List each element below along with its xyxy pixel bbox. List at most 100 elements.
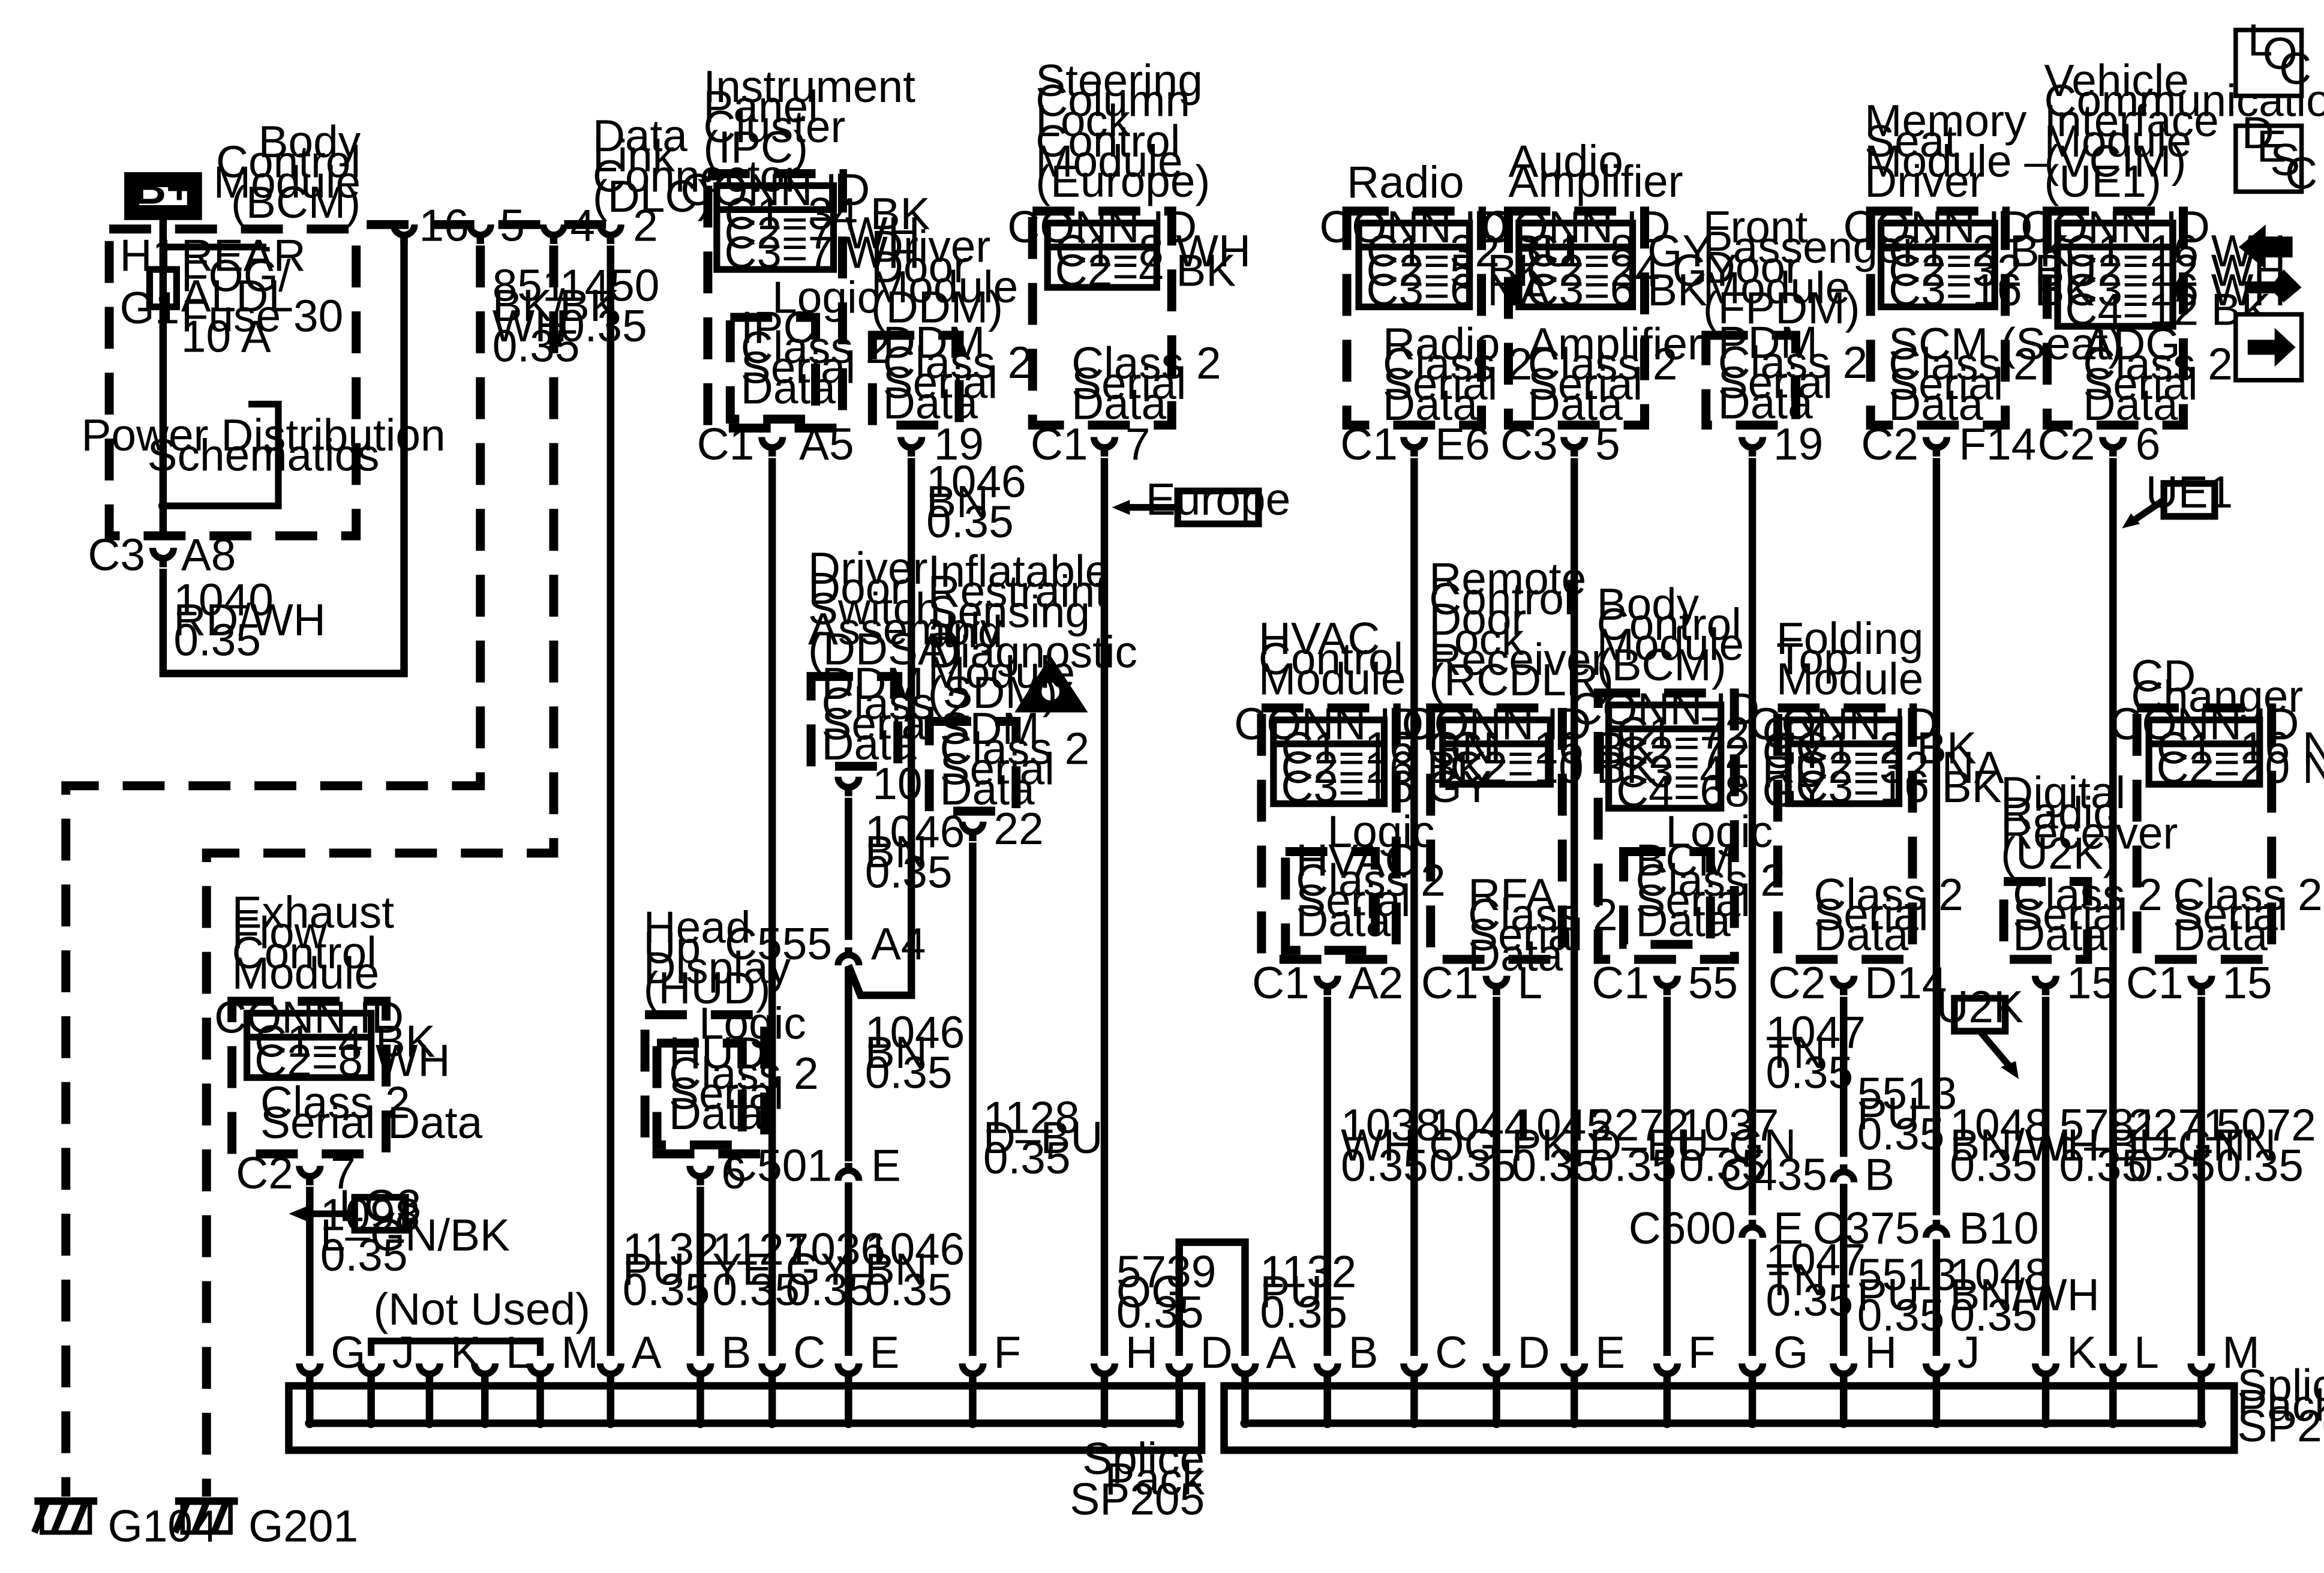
c555-pin: A4 — [871, 918, 926, 969]
sp208-pin-label: K — [2067, 1327, 2097, 1377]
ddm-label: (DDM) — [871, 282, 1003, 332]
desc-letter: D — [2242, 107, 2274, 158]
hud-label: Up — [644, 922, 701, 972]
fuse-label: 10 A — [181, 311, 271, 361]
steering-lock-serial-label: Data — [1071, 379, 1166, 429]
conn-id-row: C1=8 GY — [1526, 226, 1712, 276]
sp205-pin-label: C — [793, 1327, 825, 1377]
wire-color-label: 1045 — [1511, 1100, 1611, 1150]
hud-logic-box — [652, 1038, 747, 1149]
ddm-label: Driver — [871, 221, 991, 272]
wire-color-label: L–GN/BK — [320, 1209, 510, 1260]
ipc-serial-label: Serial — [741, 343, 855, 393]
conn-id-title: CONN ID — [1234, 698, 1424, 749]
conn-id-row: C2=10 BK — [1450, 742, 1656, 792]
splice-dot — [1491, 1418, 1502, 1428]
sp205-pin-label: D — [1200, 1327, 1233, 1377]
amplifier-module-box — [1503, 206, 1649, 430]
wire-color-label: 0.35 — [1950, 1290, 2037, 1340]
splice-dot — [695, 1418, 705, 1428]
desc-letter: E — [2257, 121, 2287, 172]
power-distribution-label: Power Distribution — [81, 410, 445, 460]
conn-id-row: C3=16 BK — [1888, 265, 2094, 315]
radio-module-box — [1342, 206, 1487, 430]
mid-serial-label: BCM — [1636, 834, 1736, 885]
wire-color-label: 1047 — [1766, 1234, 1866, 1284]
mid-module-label: Body — [1597, 579, 1700, 629]
description-button[interactable] — [2233, 123, 2304, 194]
sp208-body — [1220, 1382, 2238, 1454]
wire-color-label: 1036 — [786, 1224, 885, 1274]
wire-1046-ddsa-label: 1046 — [865, 806, 965, 857]
connector-terminal — [1739, 437, 1767, 451]
logic-label: Logic — [1328, 806, 1435, 857]
airbag-warning-symbol — [1041, 682, 1060, 701]
sp205-pin — [596, 1363, 624, 1377]
radio-serial-label: Class 2 — [1383, 338, 1533, 389]
splice-dot — [158, 501, 168, 511]
dlc-label: Link — [593, 131, 675, 181]
conn-id-row: C2=7 WH — [724, 208, 920, 258]
memory-seat-serial-label: Serial — [1888, 359, 2003, 409]
steering-lock-connector: C1 — [1031, 419, 1088, 469]
wire-color-label: TN — [1766, 1027, 1826, 1077]
mid-module-label: (RCDLR) — [1429, 655, 1614, 705]
sp208-pin-label: C — [1435, 1327, 1467, 1377]
sp205-pin-label: J — [392, 1327, 415, 1377]
c375-label: C375 — [1813, 1203, 1920, 1253]
hud-serial-label: Serial — [669, 1068, 783, 1119]
wire-851-ground — [61, 245, 485, 1497]
sp208-pin-label: J — [1957, 1327, 1980, 1377]
splice-dot — [1931, 1418, 1941, 1428]
wire-851-label: 851 — [493, 260, 568, 311]
wire-color-label: 0.35 — [2128, 1140, 2215, 1190]
conn-id-row: C1=72 GY — [1616, 707, 1827, 758]
mid-module-box — [1999, 876, 2092, 964]
steering-lock-label: Control — [1035, 116, 1180, 166]
vcim-conn-id — [2054, 220, 2176, 330]
wire-color-label: 0.35 — [1511, 1140, 1599, 1190]
ddsa-label: Assembly — [808, 604, 1003, 654]
conn-id-row: C1=16 NA — [2157, 722, 2324, 773]
wire-color-label: 5781 — [2059, 1100, 2158, 1150]
splice-dot — [1839, 1418, 1849, 1428]
exhaust-flow-label: Control — [232, 927, 377, 978]
ipc-module-box — [703, 169, 847, 433]
memory-seat-label: Driver — [1864, 156, 1984, 206]
connector-terminal — [897, 437, 926, 451]
wire-color-label: YE — [712, 1244, 772, 1295]
radio-pin: E6 — [1435, 419, 1490, 469]
fpdm-serial-label: Serial — [1718, 358, 1833, 408]
mid-module-label: Top — [1776, 634, 1849, 684]
wire-color-label: D–BU — [983, 1112, 1103, 1163]
radio-serial-label: Data — [1383, 379, 1478, 430]
steering-lock-label: Steering — [1035, 55, 1203, 106]
mid-serial-label: Serial — [1636, 875, 1750, 926]
wire-color-label: PU — [1260, 1266, 1322, 1317]
arrow-right-icon[interactable] — [2247, 328, 2296, 367]
sdm-serial-label: Data — [940, 764, 1035, 814]
ipc-label: (IPC) — [703, 122, 808, 172]
mid-serial-label: Serial — [1813, 889, 1928, 939]
connector-tool-icon[interactable] — [2238, 224, 2302, 303]
sdm-label: Sensing — [928, 586, 1090, 637]
exhaust-flow-label: Flow — [232, 907, 328, 957]
connector-terminal — [1560, 437, 1589, 451]
wire-color-label: 0.35 — [786, 1264, 873, 1314]
sp205-label: Splice — [1082, 1433, 1205, 1484]
wire-color-label: PU — [623, 1244, 685, 1295]
conn-id-row: C1=2 BK — [1888, 226, 2070, 276]
mid-pin: L — [1517, 957, 1542, 1008]
connector-terminal — [686, 1165, 714, 1180]
mid-connector: C1 — [1592, 957, 1649, 1008]
exhaust-flow-serial-label: Serial Data — [260, 1097, 483, 1148]
splice-dot — [2041, 1418, 2051, 1428]
wire-color-label: 5513 — [1857, 1249, 1957, 1299]
ipc-serial-label: IPC — [741, 302, 816, 352]
connector-terminal — [1313, 975, 1341, 990]
wire-color-label: WH — [1341, 1120, 1416, 1170]
radio-serial-label: Radio — [1383, 319, 1500, 369]
location-button[interactable] — [2233, 28, 2304, 98]
wire-color-label: 1098 — [320, 1190, 420, 1240]
wire-color-label: 1046 — [865, 1224, 965, 1274]
